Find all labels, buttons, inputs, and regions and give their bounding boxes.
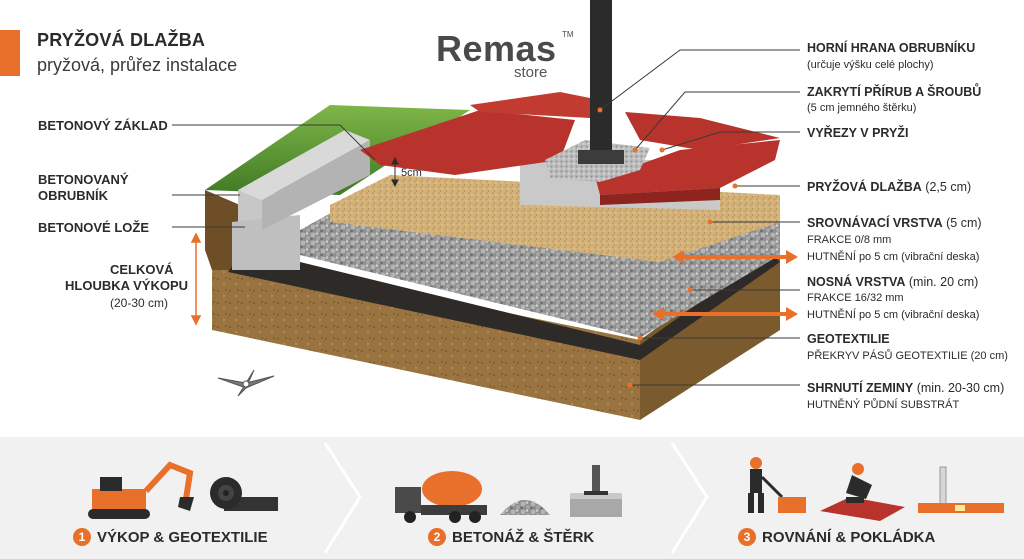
plate-compactor-worker-icon [748,457,806,513]
post-flange [578,150,624,164]
concrete-curb-side [262,140,370,230]
post-base-icon [570,465,622,517]
label-flange-cover-note: (5 cm jemného štěrku) [807,102,917,114]
step-2-number: 2 [428,528,446,546]
label-curb-top-edge: HORNÍ HRANA OBRUBNÍKU [807,41,976,55]
label-concrete-curb-line1: BETONOVANÝ [38,172,129,187]
page-title: PRYŽOVÁ DLAŽBA [37,30,206,50]
label-curb-top-edge-note: (určuje výšku celé plochy) [807,59,934,71]
leader-dot-4 [732,183,738,189]
rubber-tile-right-back [625,112,780,150]
label-rubber-tiles: PRYŽOVÁ DLAŽBA (2,5 cm) [807,180,972,194]
compass-icon [217,369,275,397]
label-soil-strip-note: HUTNĚNÝ PŮDNÍ SUBSTRÁT [807,399,960,411]
label-concrete-footing: BETONOVÝ ZÁKLAD [38,118,168,133]
brand-logo-sub: store [514,64,548,81]
dim-5cm-label: 5cm [401,167,422,179]
gravel-pile-icon [500,500,550,515]
label-soil-strip: SHRNUTÍ ZEMINY (min. 20-30 cm) [807,381,1005,395]
left-leader-lines [172,124,376,228]
dim-5cm-marker [391,156,399,188]
dim-20cm-marker [541,329,626,349]
label-geotextile: GEOTEXTILIE [807,332,890,346]
tile-laying-worker-icon [820,463,905,521]
spirit-level-icon [918,466,1004,513]
label-base-layer: NOSNÁ VRSTVA (min. 20 cm) [807,275,979,289]
concrete-bed [232,215,300,270]
label-leveling-layer: SROVNÁVACÍ VRSTVA (5 cm) [807,216,982,230]
label-fraction-1: FRAKCE 0/8 mm [807,234,892,246]
geotextile-layer [228,252,780,360]
leader-dot-1 [597,107,603,113]
label-compaction-1: HUTNĚNÍ po 5 cm (vibrační deska) [807,251,980,263]
leader-dot-8 [627,382,633,388]
rubber-tile-left [360,110,575,175]
concrete-mixer-truck-icon [395,471,487,523]
leader-dot-2 [632,147,638,153]
label-total-depth-line3: (20-30 cm) [110,296,169,310]
geotextile-roll-icon [210,477,278,511]
label-flange-cover: ZAKRYTÍ PŘÍRUB A ŠROUBŮ [807,85,982,99]
label-concrete-bed: BETONOVÉ LOŽE [38,220,149,235]
label-fraction-2: FRAKCE 16/32 mm [807,292,904,304]
leader-dot-7 [637,335,643,341]
label-concrete-curb-line2: OBRUBNÍK [38,188,109,203]
label-total-depth-line1: CELKOVÁ [110,262,174,277]
title-accent-bar [0,30,20,76]
cross-section-diagram: 5cm 20 cm [172,0,800,420]
rubber-tile-back [470,92,600,118]
label-rubber-cutouts: VYŘEZY V PRYŽI [807,126,909,140]
label-compaction-2: HUTNĚNÍ po 5 cm (vibrační deska) [807,309,980,321]
right-leader-lines [599,49,800,386]
step-3-number: 3 [738,528,756,546]
label-geotextile-note: PŘEKRYV PÁSŮ GEOTEXTILIE (20 cm) [807,350,1008,362]
label-total-depth-line2: HLOUBKA VÝKOPU [65,278,189,293]
rubber-tile-right-front [596,140,780,195]
steps-dividers [88,442,1004,554]
excavator-icon [88,461,194,519]
step-1-number: 1 [73,528,91,546]
steel-post [590,0,612,162]
page-subtitle: pryžová, průřez instalace [37,55,238,75]
brand-trademark: TM [562,30,574,39]
total-depth-dimension [190,232,202,326]
brand-logo-name: Remas [436,28,557,69]
rubber-tile-edge [600,188,720,205]
compaction-arrow-1 [672,250,798,264]
leader-dot-3 [659,147,665,153]
compaction-arrow-2 [652,307,798,321]
soil-layer [212,258,640,420]
soil-left-face [205,190,240,270]
leader-dot-5 [707,219,713,225]
concrete-curb-top [238,130,370,200]
leader-dot-6 [687,287,693,293]
